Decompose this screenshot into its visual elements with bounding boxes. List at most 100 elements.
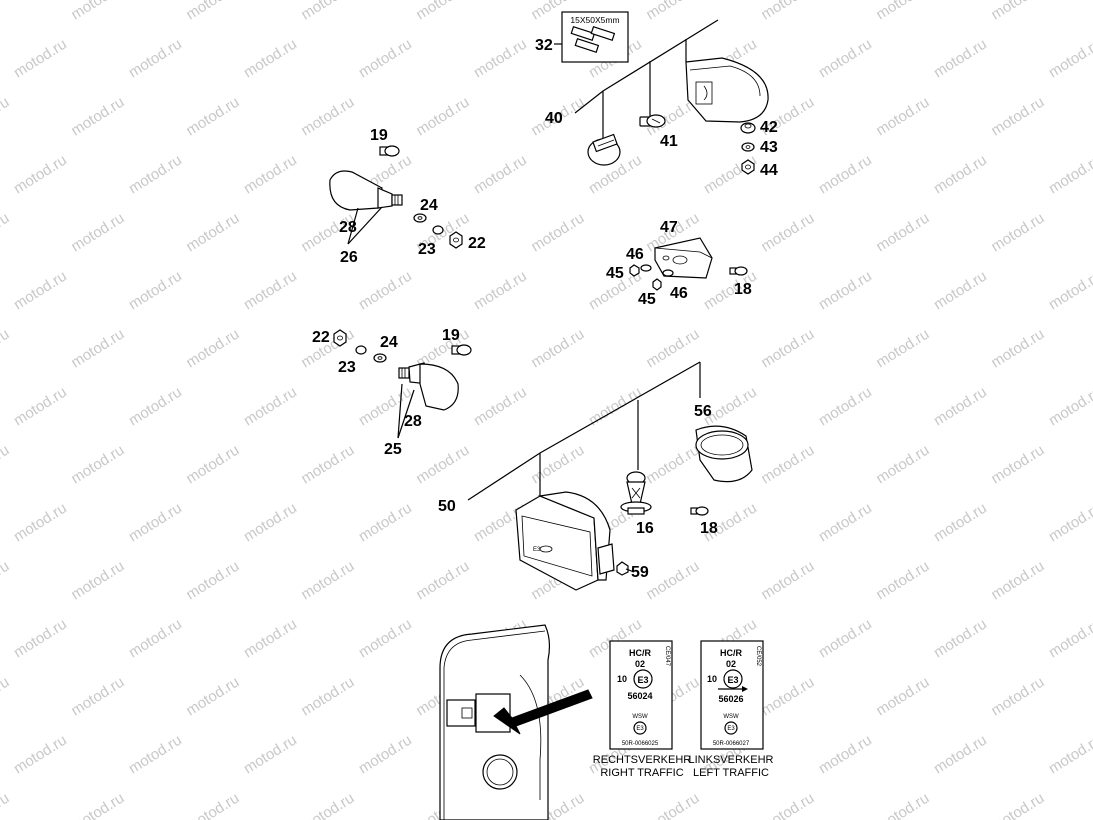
label-right-wsw: WSW <box>632 714 648 720</box>
lock-washer-23-upper <box>432 225 444 235</box>
label-right-hcr: HC/R <box>629 648 651 658</box>
watermark-text: motod.ru <box>758 0 817 23</box>
watermark-text: motod.ru <box>873 442 932 488</box>
callout-50: 50 <box>438 498 456 515</box>
watermark-text: motod.ru <box>931 384 990 430</box>
approval-label-left-traffic: HC/R 02 CE/052 10 E3 56026 WSW E3 50R-00… <box>689 640 774 779</box>
watermark-text: motod.ru <box>816 616 875 662</box>
watermark-text: motod.ru <box>11 36 70 82</box>
label-left-side: CE/052 <box>755 646 761 667</box>
watermark-text: motod.ru <box>701 152 760 198</box>
bulb-socket <box>587 133 621 166</box>
indicator-bulb-lower <box>451 344 472 356</box>
watermark-text: motod.ru <box>126 616 185 662</box>
watermark-text: motod.ru <box>1046 268 1093 314</box>
watermark-text: motod.ru <box>183 674 242 720</box>
watermark-text: motod.ru <box>471 268 530 314</box>
watermark-text: motod.ru <box>0 558 12 604</box>
washer-24-upper <box>413 213 427 223</box>
nut-22-lower <box>333 329 347 347</box>
callout-44: 44 <box>760 162 778 179</box>
watermark-text: motod.ru <box>11 384 70 430</box>
svg-text:E3: E3 <box>533 547 541 553</box>
callout-19-upper: 19 <box>370 127 388 144</box>
indicator-front-upper: 19 28 26 24 23 22 <box>329 127 486 266</box>
watermark-text: motod.ru <box>68 442 127 488</box>
watermark-text: motod.ru <box>68 0 127 23</box>
callout-43: 43 <box>760 139 778 156</box>
label-right-e3-small: E3 <box>636 726 644 732</box>
watermark-text: motod.ru <box>873 558 932 604</box>
nut-45-left <box>629 264 640 277</box>
nut-22-upper <box>449 231 463 249</box>
watermark-text: motod.ru <box>988 790 1047 820</box>
watermark-text: motod.ru <box>528 442 587 488</box>
watermark-text: motod.ru <box>758 558 817 604</box>
label-right-bottom: 50R-0066025 <box>622 741 659 747</box>
callout-40: 40 <box>545 110 563 127</box>
watermark-text: motod.ru <box>241 732 300 778</box>
watermark-text: motod.ru <box>183 790 242 820</box>
watermark-text: motod.ru <box>931 732 990 778</box>
watermark-text: motod.ru <box>0 0 12 23</box>
watermark-text: motod.ru <box>873 790 932 820</box>
callout-46-lower: 46 <box>670 285 688 302</box>
callout-18-lower: 18 <box>700 520 718 537</box>
watermark-text: motod.ru <box>816 36 875 82</box>
watermark-text: motod.ru <box>356 36 415 82</box>
foam-pad-3 <box>574 37 600 53</box>
watermark-text: motod.ru <box>356 732 415 778</box>
watermark-text: motod.ru <box>1046 616 1093 662</box>
watermark-text: motod.ru <box>298 674 357 720</box>
watermark-text: motod.ru <box>643 0 702 23</box>
callout-59: 59 <box>631 564 649 581</box>
watermark-text: motod.ru <box>816 500 875 546</box>
foam-pad-box <box>561 11 629 63</box>
label-left-e3-small: E3 <box>727 726 735 732</box>
watermark-text: motod.ru <box>758 326 817 372</box>
watermark-text: motod.ru <box>528 210 587 256</box>
callout-45-bottom: 45 <box>638 291 656 308</box>
label-right-code: 56024 <box>627 691 652 701</box>
watermark-text: motod.ru <box>241 616 300 662</box>
watermark-text: motod.ru <box>528 326 587 372</box>
indicator-front-lower: 22 23 24 19 28 25 <box>312 327 472 458</box>
callout-18-upper: 18 <box>734 281 752 298</box>
watermark-text: motod.ru <box>643 558 702 604</box>
headlight-bulb <box>620 471 652 515</box>
tail-light-assembly: 15X50X5mm 32 40 41 <box>535 11 778 179</box>
watermark-text: motod.ru <box>241 268 300 314</box>
callout-16: 16 <box>636 520 654 537</box>
watermark-text: motod.ru <box>413 94 472 140</box>
watermark-text: motod.ru <box>988 326 1047 372</box>
watermark-text: motod.ru <box>11 500 70 546</box>
watermark-text: motod.ru <box>0 790 12 820</box>
watermark-text: motod.ru <box>1046 732 1093 778</box>
watermark-text: motod.ru <box>413 558 472 604</box>
watermark-text: motod.ru <box>11 616 70 662</box>
watermark-text: motod.ru <box>471 36 530 82</box>
watermark-text: motod.ru <box>873 94 932 140</box>
foam-pad-1 <box>570 25 596 41</box>
watermark-text: motod.ru <box>298 0 357 23</box>
washer-24-lower <box>373 353 387 363</box>
watermark-text: motod.ru <box>356 616 415 662</box>
callout-45-left: 45 <box>606 265 624 282</box>
foam-pad-size: 15X50X5mm <box>570 15 619 25</box>
watermark-text: motod.ru <box>873 210 932 256</box>
tail-bulb <box>639 114 666 128</box>
label-left-code: 56026 <box>718 694 743 704</box>
label-left-hcr: HC/R <box>720 648 742 658</box>
watermark-text: motod.ru <box>931 616 990 662</box>
plate-bulb <box>729 266 748 276</box>
watermark-text: motod.ru <box>931 500 990 546</box>
watermark-text: motod.ru <box>988 210 1047 256</box>
watermark-text: motod.ru <box>988 94 1047 140</box>
watermark-text: motod.ru <box>298 558 357 604</box>
callout-32: 32 <box>535 37 553 54</box>
label-right-02: 02 <box>635 659 645 669</box>
watermark-text: motod.ru <box>298 790 357 820</box>
watermark-text: motod.ru <box>413 0 472 23</box>
watermark-text: motod.ru <box>873 0 932 23</box>
